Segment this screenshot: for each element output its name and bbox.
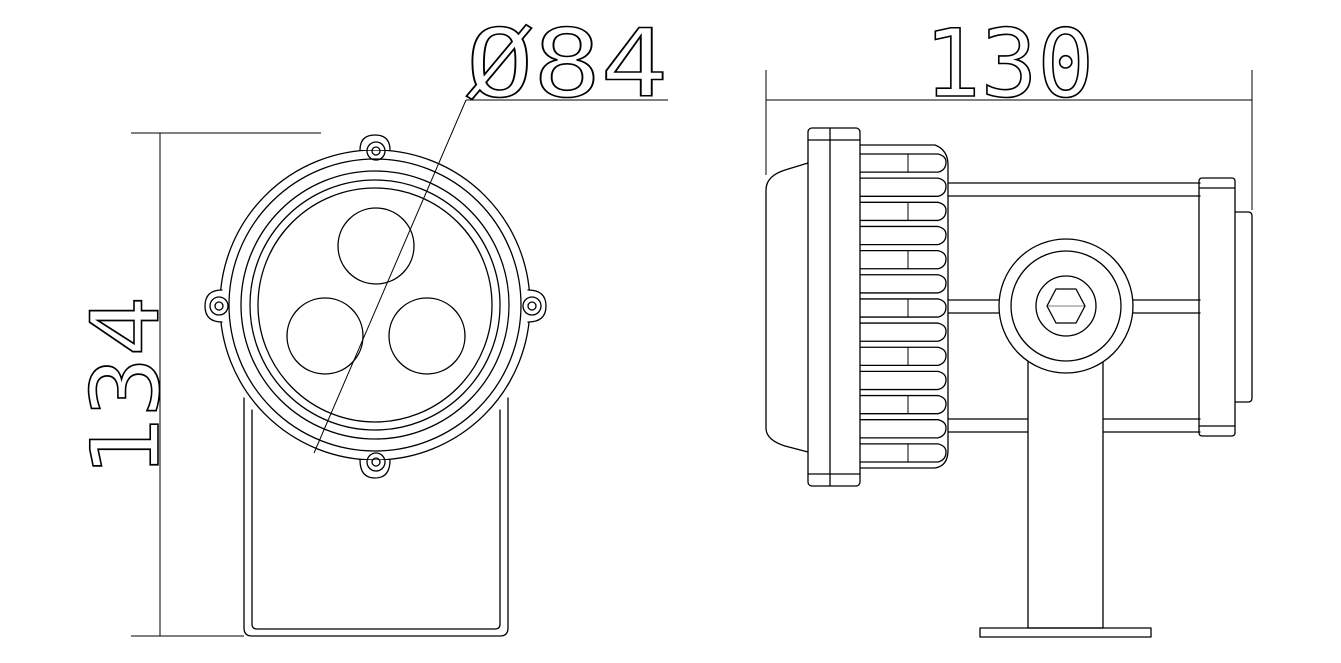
led-lens-right: [388, 297, 466, 375]
heatsink-fin: [859, 298, 947, 318]
side-bezel: [807, 127, 861, 487]
led-lenses: [286, 207, 466, 375]
side-stand: [979, 339, 1152, 638]
diameter-dimension: Ø84: [313, 9, 669, 454]
width-dimension: 130: [765, 9, 1253, 210]
heatsink-fin: [859, 394, 947, 415]
rear-cap: [1198, 177, 1253, 437]
led-lens-left: [286, 297, 364, 375]
heatsink-fin: [859, 249, 947, 270]
mounting-lug-top: [359, 134, 391, 161]
heatsink-fin: [859, 346, 947, 367]
mounting-lug-left: [204, 289, 229, 323]
front-bezel: [240, 170, 510, 440]
heatsink-fin: [859, 177, 947, 197]
heatsink-fin: [859, 419, 947, 439]
heatsink-fins: [859, 144, 949, 469]
side-lens-dome: [765, 162, 809, 453]
mounting-lug-right: [522, 289, 547, 323]
heatsink-fin: [859, 274, 947, 294]
front-housing: [219, 149, 531, 461]
height-dimension: 134: [71, 132, 321, 637]
led-lens-top: [337, 207, 415, 285]
heatsink-fin: [859, 322, 947, 342]
heatsink-fin: [859, 201, 947, 222]
side-body: [947, 182, 1201, 433]
height-label: 134: [72, 296, 181, 478]
heatsink-fin: [859, 153, 947, 173]
heatsink-fin: [859, 370, 947, 391]
side-view: 130: [765, 9, 1253, 638]
front-view: Ø84 134: [71, 9, 669, 637]
width-label: 130: [924, 10, 1094, 119]
front-bracket: [243, 397, 509, 637]
heatsink-fin: [859, 225, 947, 246]
diameter-label: Ø84: [466, 10, 668, 119]
pivot-knob: [998, 238, 1134, 374]
heatsink-fin: [859, 443, 947, 463]
heatsink-outline: [859, 144, 949, 469]
mounting-lug-bottom: [359, 452, 391, 479]
